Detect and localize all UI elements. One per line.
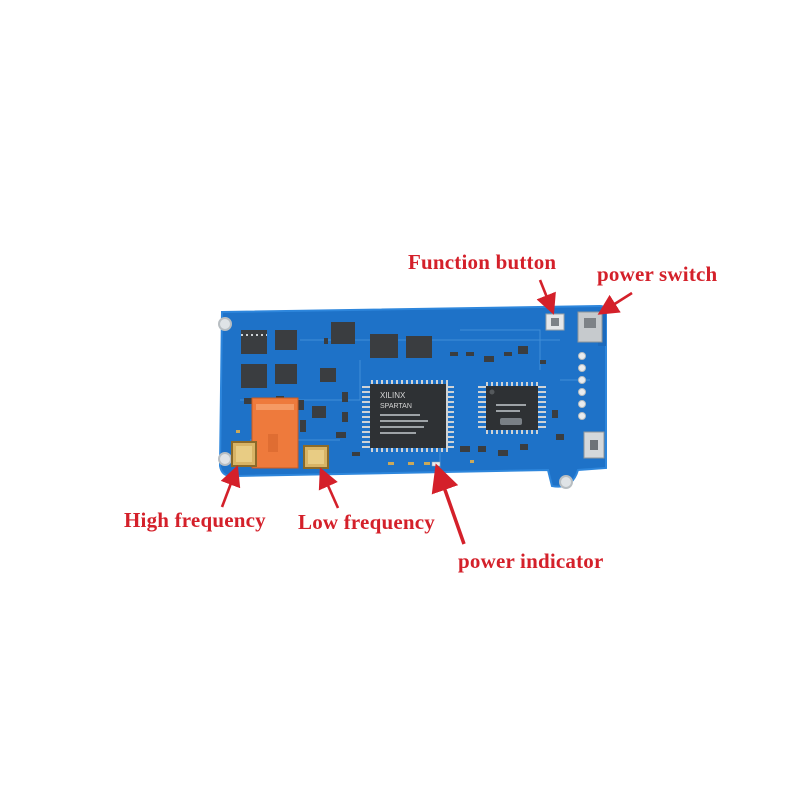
fpga-chip: XILINX SPARTAN (362, 380, 454, 452)
left-ic-cluster (241, 322, 432, 418)
fpga-family-text: SPARTAN (380, 403, 412, 410)
usb-port (583, 431, 605, 459)
power-switch-label: power switch (597, 262, 718, 286)
microcontroller-chip (478, 382, 546, 434)
power-indicator-led (431, 461, 441, 467)
power-switch[interactable] (577, 311, 603, 343)
arrow-high-frequency (220, 465, 241, 508)
annotation-arrows (220, 279, 633, 545)
arrow-power-switch (597, 291, 633, 315)
orange-connector (251, 397, 299, 469)
arrow-power-indicator (431, 463, 466, 545)
arrow-low-frequency (318, 467, 340, 509)
arrow-function-button (536, 279, 556, 315)
low-frequency-component (303, 445, 329, 469)
high-frequency-component (231, 441, 257, 467)
function-button[interactable] (545, 313, 565, 331)
high-frequency-label: High frequency (124, 508, 266, 532)
power-indicator-label: power indicator (458, 549, 604, 573)
header-pads (578, 352, 586, 420)
low-frequency-label: Low frequency (298, 510, 435, 534)
function-button-label: Function button (408, 250, 557, 274)
fpga-brand-text: XILINX (380, 391, 406, 400)
